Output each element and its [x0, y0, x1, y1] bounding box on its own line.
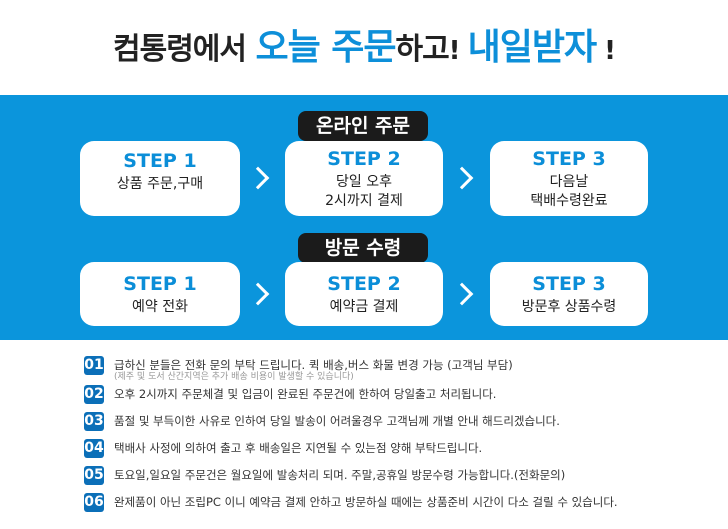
step-desc: 방문후 상품수령	[521, 299, 617, 315]
notice-number: 01	[84, 356, 104, 375]
notice-text: 급하신 분들은 전화 문의 부탁 드립니다. 퀵 배송,버스 화물 변경 가능 …	[114, 358, 513, 372]
notice-item: 04 택배사 사정에 의하여 출고 후 배송일은 지연될 수 있는점 양해 부탁드…	[84, 439, 482, 458]
notice-item: 01 급하신 분들은 전화 문의 부탁 드립니다. 퀵 배송,버스 화물 변경 가…	[84, 356, 513, 382]
title-text: 하고	[395, 32, 449, 67]
title-text: !	[448, 36, 468, 66]
notice-text: 품절 및 부득이한 사유로 인하여 당일 발송이 어려울경우 고객님께 개별 안…	[114, 414, 560, 428]
notice-text: 토요일,일요일 주문건은 월요일에 발송처리 되며. 주말,공휴일 방문수령 가…	[114, 468, 566, 482]
step-label: STEP 3	[532, 148, 606, 170]
notice-text: 택배사 사정에 의하여 출고 후 배송일은 지연될 수 있는점 양해 부탁드립니…	[114, 441, 483, 455]
step-desc: 예약금 결제	[329, 299, 399, 315]
notice-text: 완제품이 아닌 조립PC 이니 예약금 결제 안하고 방문하실 때에는 상품준비…	[114, 495, 618, 509]
notice-item: 05 토요일,일요일 주문건은 월요일에 발송처리 되며. 주말,공휴일 방문수령…	[84, 466, 565, 485]
step-desc: 택배수령완료	[530, 193, 608, 209]
step-desc: 2시까지 결제	[325, 193, 403, 209]
step-desc: 예약 전화	[132, 299, 188, 315]
step-label: STEP 3	[532, 273, 606, 295]
visit-pickup-label: 방문 수령	[298, 233, 428, 263]
step-desc: 상품 주문,구매	[116, 176, 204, 192]
title-text: !	[596, 36, 616, 66]
visit-step-1: STEP 1 예약 전화	[80, 262, 240, 326]
online-order-label: 온라인 주문	[298, 111, 428, 141]
online-step-1: STEP 1 상품 주문,구매	[80, 141, 240, 216]
title-highlight: 오늘 주문	[255, 27, 396, 68]
notice-item: 02 오후 2시까지 주문체결 및 입금이 완료된 주문건에 한하여 당일출고 처…	[84, 385, 496, 404]
visit-step-2: STEP 2 예약금 결제	[285, 262, 443, 326]
step-label: STEP 2	[327, 273, 401, 295]
online-step-2: STEP 2 당일 오후 2시까지 결제	[285, 141, 443, 216]
visit-step-3: STEP 3 방문후 상품수령	[490, 262, 648, 326]
step-label: STEP 1	[123, 150, 197, 172]
step-label: STEP 1	[123, 273, 197, 295]
notice-subtext: (제주 및 도서 산간지역은 추가 배송 비용이 발생할 수 있습니다)	[114, 372, 354, 382]
notice-item: 03 품절 및 부득이한 사유로 인하여 당일 발송이 어려울경우 고객님께 개별…	[84, 412, 560, 431]
notice-number: 04	[84, 439, 104, 458]
notice-number: 03	[84, 412, 104, 431]
notice-text: 오후 2시까지 주문체결 및 입금이 완료된 주문건에 한하여 당일출고 처리됩…	[114, 387, 497, 401]
notice-number: 05	[84, 466, 104, 485]
step-label: STEP 2	[327, 148, 401, 170]
title-highlight: 내일받자	[467, 27, 597, 68]
notice-number: 06	[84, 493, 104, 512]
notice-number: 02	[84, 385, 104, 404]
title-text: 컴통령에서	[113, 32, 256, 67]
step-desc: 당일 오후	[336, 174, 392, 190]
notice-item: 06 완제품이 아닌 조립PC 이니 예약금 결제 안하고 방문하실 때에는 상품…	[84, 493, 618, 512]
step-desc: 다음날	[549, 174, 589, 190]
page-title: 컴통령에서 오늘 주문하고! 내일받자 !	[0, 18, 728, 70]
